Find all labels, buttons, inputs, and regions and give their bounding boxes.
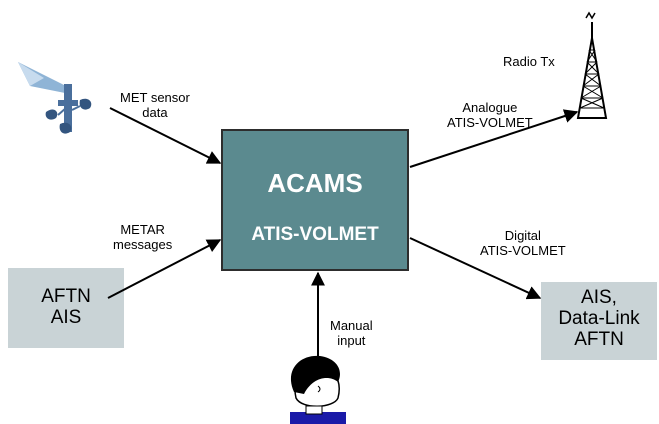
core-box: [221, 129, 409, 271]
radio-tx-label: Radio Tx: [503, 54, 555, 69]
wind-sensor-icon: [18, 62, 92, 134]
person-icon: [290, 355, 346, 424]
analogue-label: Analogue ATIS-VOLMET: [447, 100, 533, 130]
arrow-digital-out: [409, 237, 542, 300]
core-subtitle: ATIS-VOLMET: [251, 224, 379, 245]
radio-tower-icon: [576, 11, 608, 119]
ais-datalink-box: [541, 282, 657, 360]
aftn-ais-text: AFTN AIS: [41, 286, 91, 328]
manual-input-label: Manual input: [330, 318, 373, 348]
aftn-ais-box: [8, 268, 124, 348]
met-sensor-label: MET sensor data: [120, 90, 190, 120]
arrow-analogue-out: [409, 109, 579, 168]
ais-datalink-text: AIS, Data-Link AFTN: [558, 287, 640, 350]
arrow-metar-in: [107, 239, 222, 299]
metar-label: METAR messages: [113, 222, 173, 252]
arrow-met-in: [109, 107, 222, 164]
digital-label: Digital ATIS-VOLMET: [480, 228, 566, 258]
core-title: ACAMS: [267, 168, 363, 198]
